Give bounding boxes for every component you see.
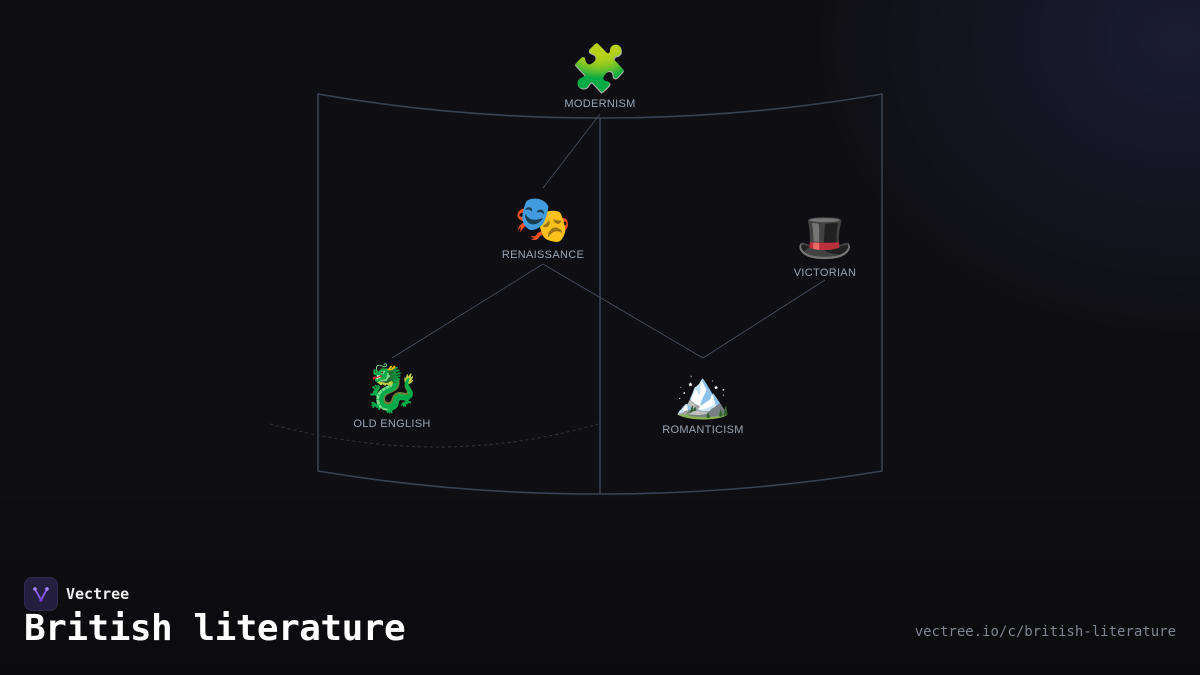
edge-layer <box>391 113 826 359</box>
edge-renaissance-romanticism <box>542 263 704 359</box>
snow-capped-mountain-icon: 🏔️ <box>674 367 732 421</box>
vectree-logo-mark <box>33 587 49 602</box>
node-romanticism[interactable]: 🏔️ ROMANTICISM <box>623 366 783 436</box>
node-renaissance[interactable]: 🎭 RENAISSANCE <box>463 191 623 261</box>
node-label: ROMANTICISM <box>662 424 744 436</box>
dashed-guide-arc <box>269 423 599 448</box>
top-hat-icon: 🎩 <box>796 210 854 264</box>
dragon-icon: 🐉 <box>363 361 421 415</box>
edge-renaissance-old-english <box>391 263 544 359</box>
book-right-page <box>599 93 883 495</box>
node-victorian[interactable]: 🎩 VICTORIAN <box>745 209 905 279</box>
brand-name: Vectree <box>66 585 130 603</box>
node-label: VICTORIAN <box>793 267 857 279</box>
node-label: OLD ENGLISH <box>353 418 431 430</box>
node-label: RENAISSANCE <box>501 249 585 261</box>
brand[interactable]: Vectree <box>24 577 129 611</box>
open-book-outline <box>317 93 883 495</box>
edge-victorian-romanticism <box>702 279 826 359</box>
vectree-logo-icon <box>24 577 58 611</box>
page-url[interactable]: vectree.io/c/british-literature <box>914 624 1176 640</box>
node-modernism[interactable]: 🧩 MODERNISM <box>520 40 680 110</box>
page-title: British literature <box>24 608 406 649</box>
theater-masks-icon: 🎭 <box>514 192 572 246</box>
edge-modernism-renaissance <box>542 113 601 189</box>
node-old-english[interactable]: 🐉 OLD ENGLISH <box>312 360 472 430</box>
book-left-page <box>317 93 601 495</box>
puzzle-piece-icon: 🧩 <box>571 41 629 95</box>
node-label: MODERNISM <box>564 98 636 110</box>
